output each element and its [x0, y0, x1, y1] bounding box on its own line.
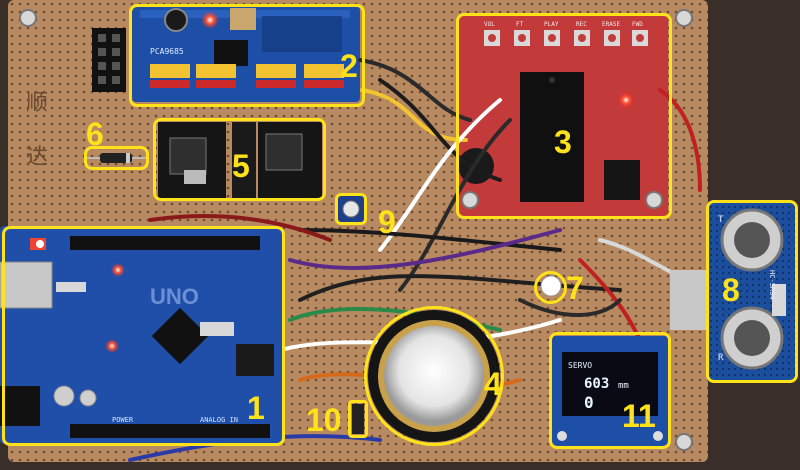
jumper-wires: [128, 58, 702, 462]
ultrasonic-sensor: T R HC-SR04: [670, 202, 796, 380]
callout-box-6: [84, 146, 149, 170]
mp3-ft-label: FT: [516, 21, 524, 28]
callout-box-5: [153, 118, 326, 201]
pin-header: [92, 28, 126, 92]
callout-number-11: 11: [622, 398, 656, 434]
callout-number-10: 10: [306, 402, 342, 438]
mp3-fwd-label: FWD: [632, 21, 643, 28]
oled-value: 603: [584, 376, 609, 392]
board-screws: [19, 9, 693, 451]
callout-box-2: [129, 4, 365, 107]
mp3-erase-label: ERASE: [602, 21, 620, 28]
buck-converters: [158, 122, 322, 198]
mp3-rec-label: REC: [576, 21, 587, 28]
callout-number-6: 6: [86, 116, 104, 152]
callout-box-4: [364, 306, 504, 446]
ultrasonic-model: HC-SR04: [768, 270, 776, 300]
callout-box-11: [549, 332, 671, 449]
callout-number-2: 2: [340, 48, 358, 84]
ultrasonic-t-label: T: [718, 215, 724, 225]
board-char-1: 顺: [26, 91, 48, 116]
oled-line3: 0: [584, 393, 594, 412]
pwm-title: PCA9685: [150, 47, 184, 56]
callout-box-1: [2, 226, 285, 446]
oled-unit: mm: [618, 381, 629, 391]
ultrasonic-r-label: R: [718, 353, 724, 363]
pwm-board: PCA9685: [132, 6, 360, 102]
light-sensor: [352, 404, 364, 434]
oled-line1: SERVO: [568, 361, 592, 370]
callout-number-4: 4: [484, 366, 502, 402]
board-char-2: 达: [26, 145, 48, 170]
oled-display: SERVO 603 mm 0: [552, 336, 668, 446]
callout-number-7: 7: [566, 270, 584, 306]
callout-number-3: 3: [554, 124, 572, 160]
callout-box-7: [534, 271, 567, 304]
uno-power-label: POWER: [112, 416, 134, 424]
arduino-uno: UNO POWER ANALOG IN: [0, 226, 282, 444]
uno-logo: UNO: [150, 284, 199, 309]
diode: [86, 153, 146, 163]
callout-box-3: [456, 13, 672, 219]
potentiometer: [338, 196, 364, 222]
mp3-play-label: PLAY: [544, 21, 559, 28]
callout-number-9: 9: [378, 204, 396, 240]
callout-box-9: [335, 193, 367, 225]
callout-number-1: 1: [247, 390, 265, 426]
mp3-vol-label: VOL: [484, 21, 495, 28]
uno-analog-label: ANALOG IN: [200, 416, 238, 424]
callout-number-5: 5: [232, 148, 250, 184]
callout-box-10: [348, 400, 368, 438]
callout-number-8: 8: [722, 272, 740, 308]
callout-box-8: [706, 200, 798, 383]
